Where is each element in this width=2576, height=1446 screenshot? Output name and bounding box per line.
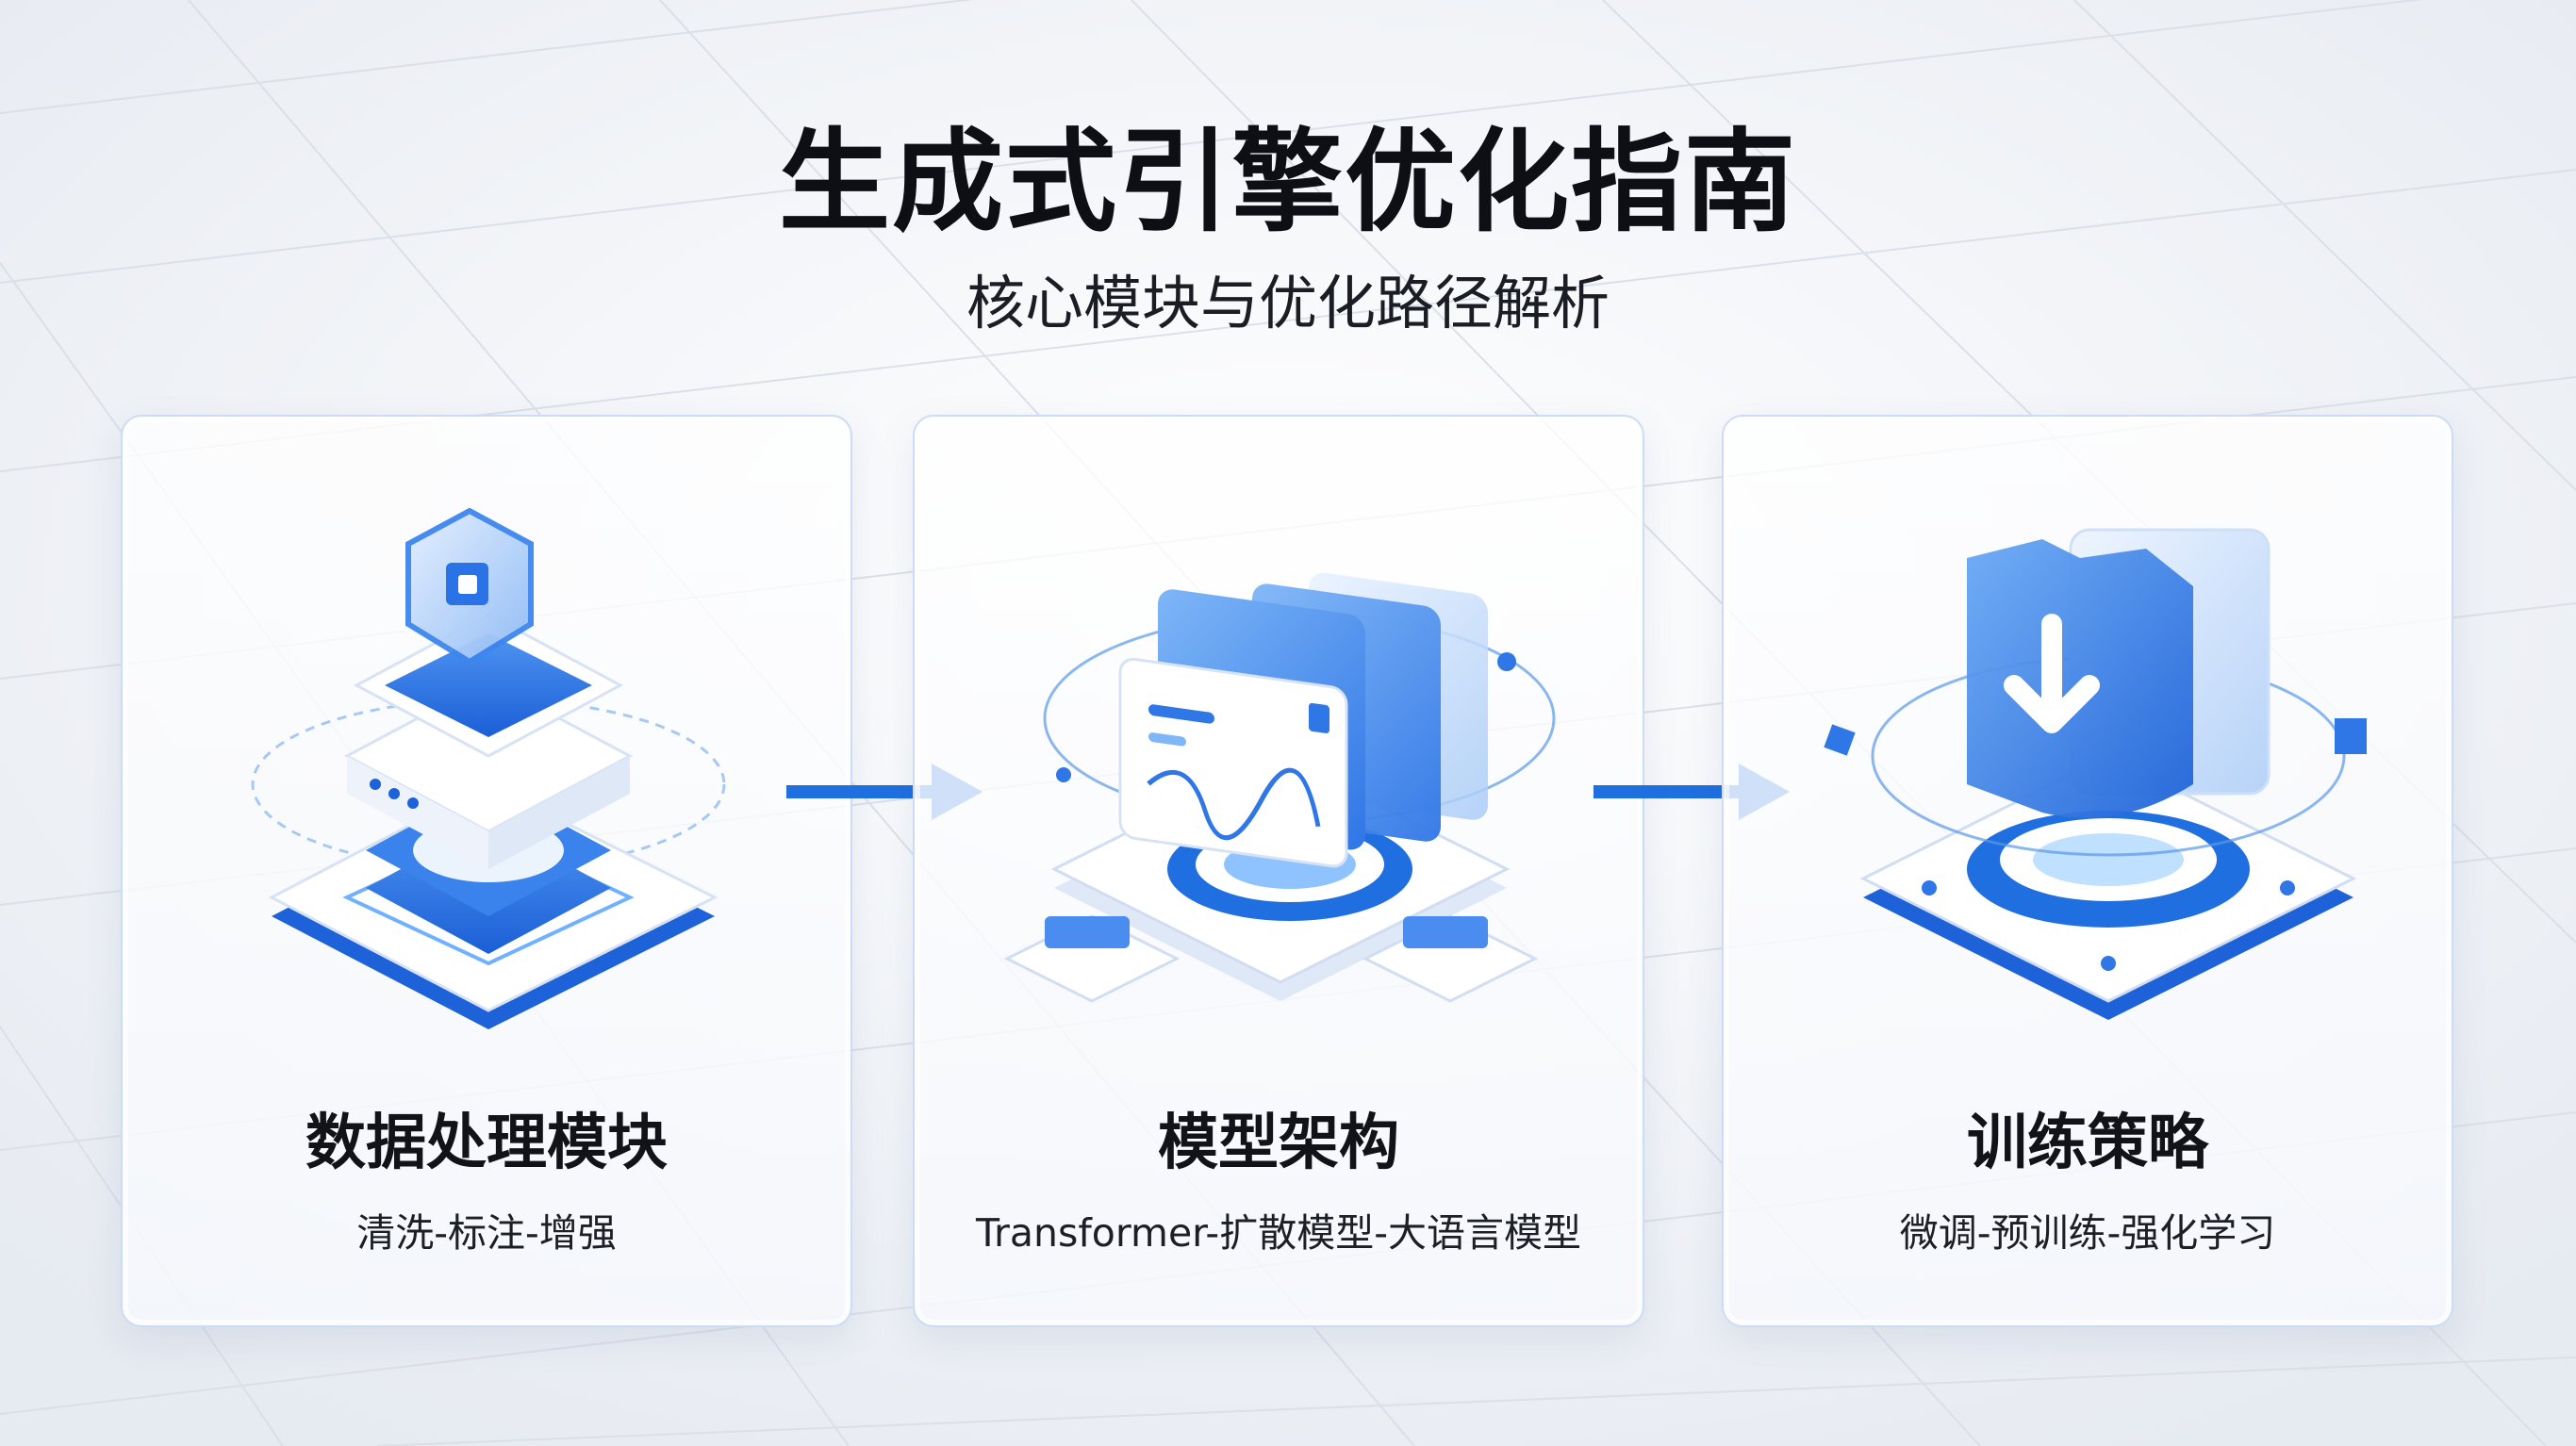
page-subtitle: 核心模块与优化路径解析: [966, 269, 1610, 337]
card-title: 模型架构: [1158, 1109, 1399, 1178]
card-title: 数据处理模块: [305, 1109, 668, 1178]
card-description: 清洗-标注-增强: [356, 1210, 617, 1256]
stacked-panels-model-icon: [1003, 572, 1556, 1003]
card-model-architecture: 模型架构 Transformer-扩散模型-大语言模型: [913, 415, 1644, 1327]
card-title: 训练策略: [1967, 1109, 2208, 1178]
card-description: Transformer-扩散模型-大语言模型: [976, 1210, 1581, 1256]
card-description: 微调-预训练-强化学习: [1899, 1210, 2276, 1256]
layered-database-icon: [251, 507, 726, 1029]
card-data-processing: 数据处理模块 清洗-标注-增强: [121, 415, 852, 1327]
page-title: 生成式引擎优化指南: [778, 117, 1797, 247]
download-shield-training-icon: [1824, 528, 2367, 1020]
card-training-strategy: 训练策略 微调-预训练-强化学习: [1722, 415, 2453, 1327]
